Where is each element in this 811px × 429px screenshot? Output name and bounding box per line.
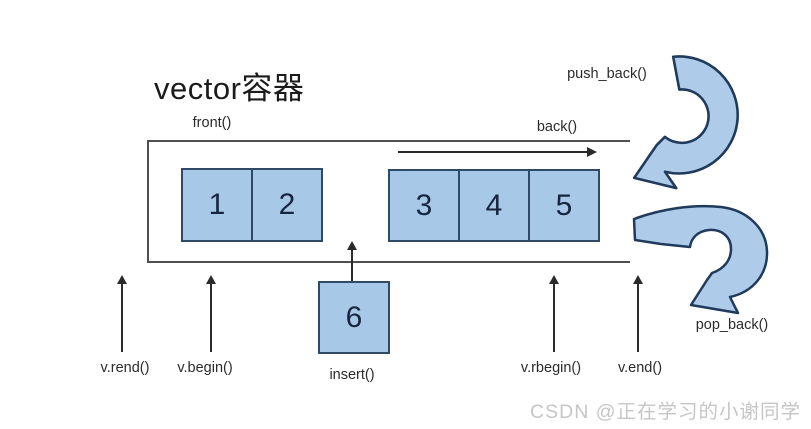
back-label: back() xyxy=(536,119,578,135)
pop-back-label: pop_back() xyxy=(695,317,769,333)
insert-element-box: 6 xyxy=(318,281,390,354)
vector-container-outline xyxy=(147,140,630,263)
push-back-arrow-path xyxy=(632,55,739,190)
back-elements-group: 3 4 5 xyxy=(388,169,600,242)
rend-arrow-icon xyxy=(117,275,127,352)
vector-cell: 6 xyxy=(318,281,390,354)
end-arrow-icon xyxy=(633,275,643,352)
vector-cell: 5 xyxy=(528,169,600,242)
front-label: front() xyxy=(192,115,232,131)
watermark: CSDN @正在学习的小谢同学 xyxy=(530,401,801,423)
direction-arrow-icon xyxy=(398,147,597,157)
vector-cell: 3 xyxy=(388,169,460,242)
pop-back-curved-arrow-icon xyxy=(632,204,769,315)
insert-label: insert() xyxy=(329,367,375,383)
page-title: vector容器 xyxy=(154,71,305,106)
vector-cell: 4 xyxy=(458,169,530,242)
rbegin-label: v.rbegin() xyxy=(520,360,582,376)
rend-label: v.rend() xyxy=(100,360,150,376)
push-back-label: push_back() xyxy=(567,66,647,82)
end-label: v.end() xyxy=(617,360,663,376)
push-back-curved-arrow-icon xyxy=(632,55,739,190)
vector-cell: 1 xyxy=(181,168,253,242)
insert-arrow-icon xyxy=(347,241,357,281)
rbegin-arrow-icon xyxy=(549,275,559,352)
front-elements-group: 1 2 xyxy=(181,168,323,242)
begin-arrow-icon xyxy=(206,275,216,352)
vector-cell: 2 xyxy=(251,168,323,242)
pop-back-arrow-path xyxy=(632,204,769,315)
begin-label: v.begin() xyxy=(177,360,233,376)
